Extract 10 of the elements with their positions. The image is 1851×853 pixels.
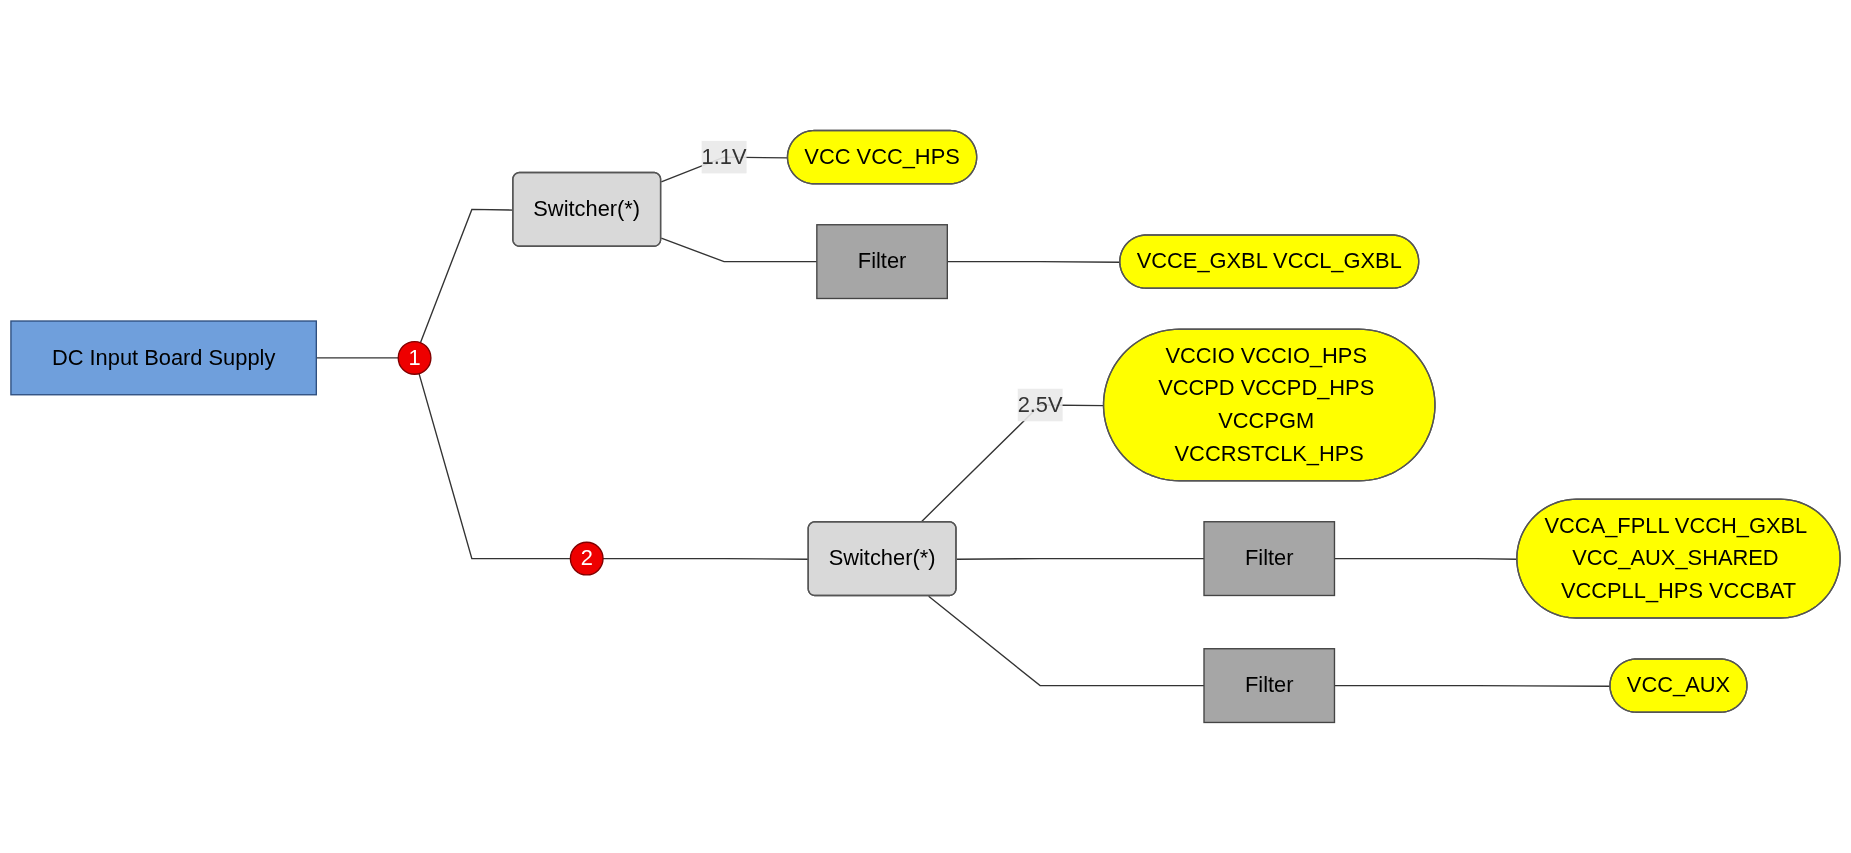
node-box: DC Input Board Supply <box>10 320 317 396</box>
node-circle: 2 <box>569 541 604 576</box>
node-box: Filter <box>1203 648 1336 724</box>
connector <box>955 557 1205 560</box>
edge-label: 2.5V <box>1017 392 1063 416</box>
node-box: Filter <box>816 224 948 300</box>
node-box: Filter <box>1203 521 1336 597</box>
connector <box>927 595 1205 687</box>
node-circle: 1 <box>397 340 432 375</box>
edge-label: 1.1V <box>701 144 747 169</box>
